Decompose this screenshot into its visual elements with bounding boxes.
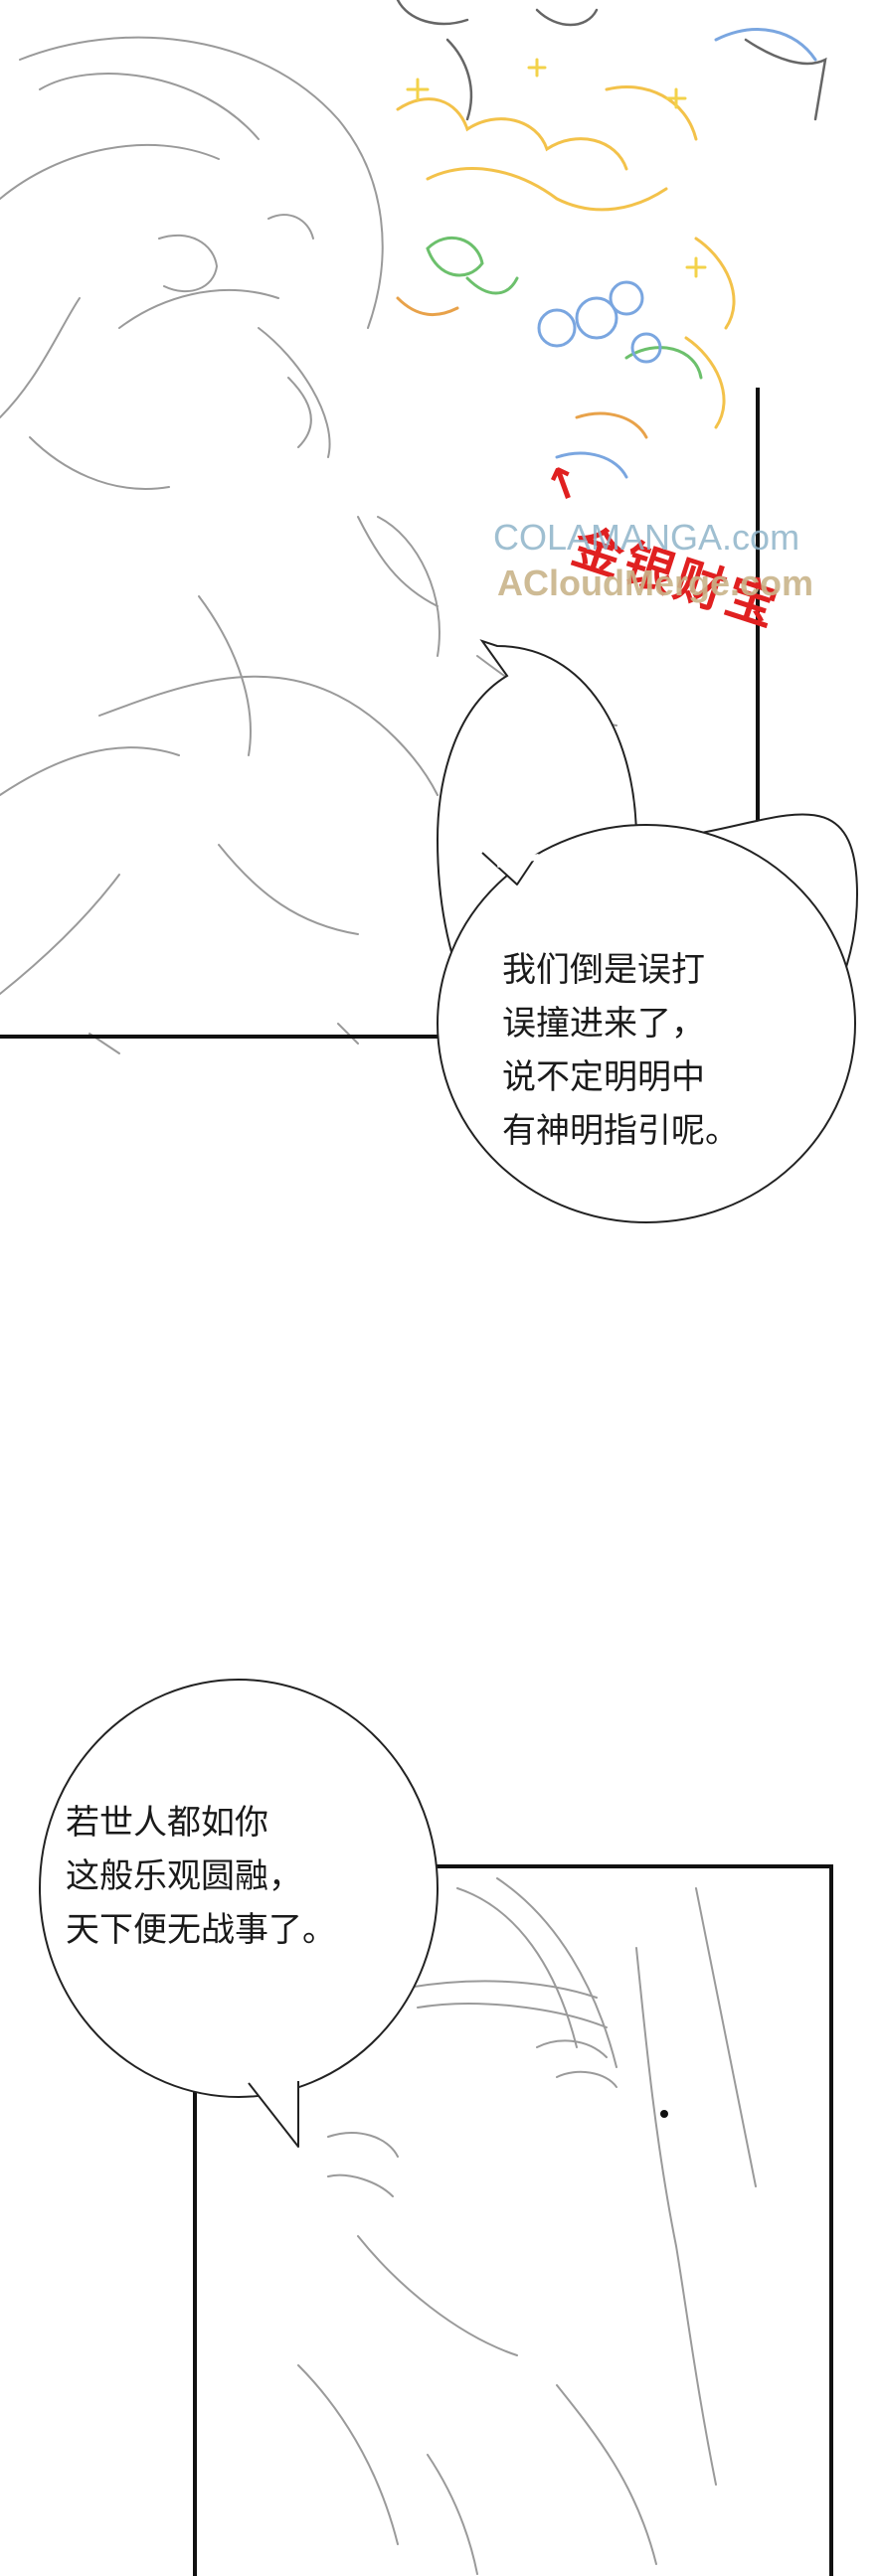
- dialogue-1-line-4: 有神明指引呢。: [502, 1111, 739, 1151]
- top-right-sketch: [396, 0, 827, 121]
- dialogue-2-line-2: 这般乐观圆融，: [66, 1856, 302, 1896]
- mole-dot: [660, 2110, 668, 2118]
- dialogue-2-line-3: 天下便无战事了。: [66, 1910, 336, 1950]
- dialogue-1-line-2: 误撞进来了，: [502, 1004, 705, 1044]
- dialogue-1-line-3: 说不定明明中: [502, 1057, 705, 1097]
- girl-sketch: [0, 36, 617, 1054]
- bottom-panel-border: [193, 1864, 833, 2576]
- dialogue-2-line-1: 若世人都如你: [66, 1803, 268, 1843]
- sparkle-doodles: [396, 28, 817, 479]
- watermark-line-2: ACloudMerge.com: [497, 563, 814, 603]
- speech-bubble-2: [39, 1679, 439, 2148]
- watermark-line-1: COLAMANGA.com: [493, 517, 800, 558]
- dialogue-1-line-1: 我们倒是误打: [502, 950, 705, 990]
- man-sketch: [297, 1877, 757, 2575]
- speech-bubble-1: [436, 639, 859, 1223]
